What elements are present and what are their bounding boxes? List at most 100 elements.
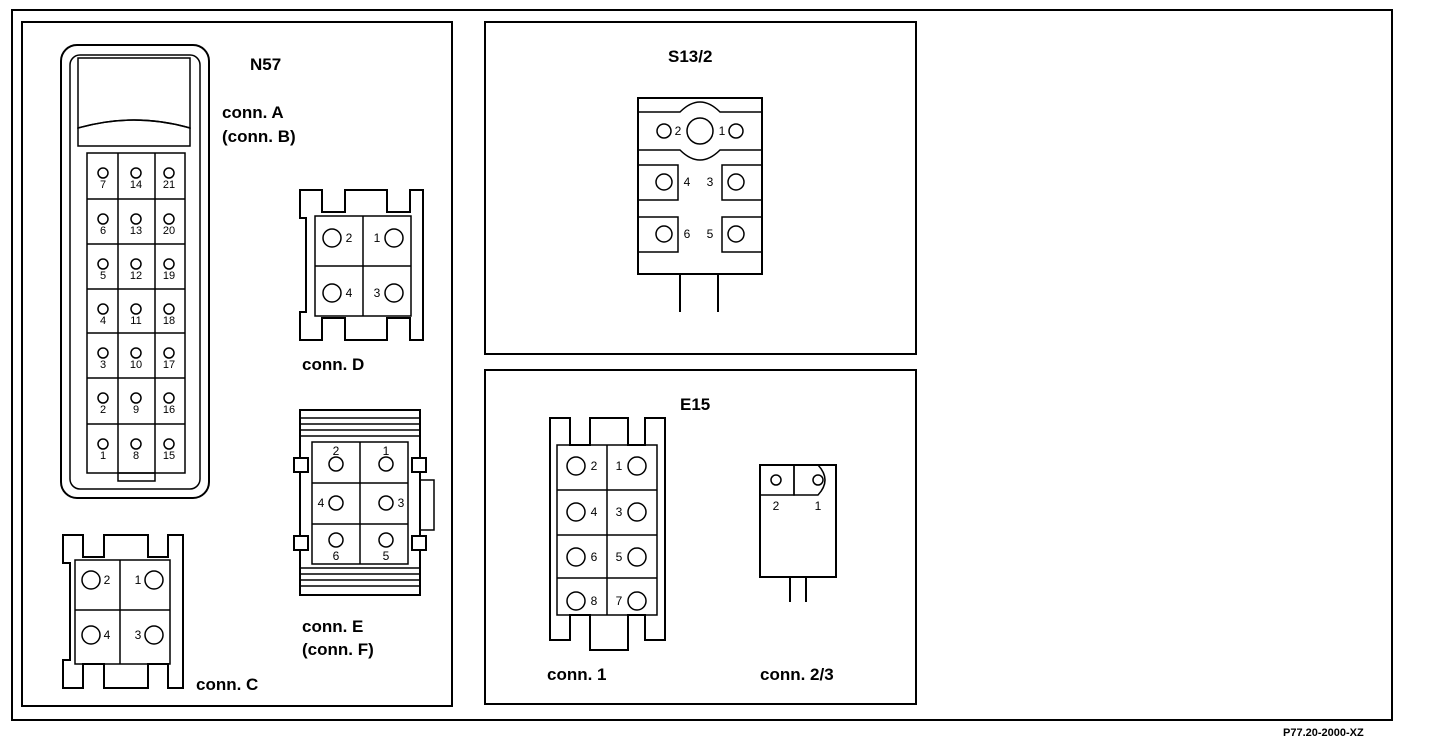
panel-e15-border	[484, 369, 917, 705]
diagram-code: P77.20-2000-XZ	[1283, 727, 1364, 739]
pin-hole	[97, 438, 109, 450]
pin-number: 4	[104, 628, 111, 642]
pin-number: 17	[163, 359, 175, 371]
pin-number: 3	[374, 286, 381, 300]
pin-number: 14	[130, 179, 142, 191]
pin-number: 1	[135, 573, 142, 587]
outer-frame	[11, 9, 1393, 721]
pin-hole	[130, 167, 142, 179]
pin-hole	[130, 258, 142, 270]
s13-2-title: S13/2	[668, 47, 712, 66]
pin-number: 6	[333, 549, 340, 563]
pin-number: 1	[719, 124, 726, 138]
pin-number: 11	[130, 315, 141, 327]
pin-hole	[812, 474, 824, 486]
pin-hole	[378, 495, 394, 511]
conn-b-label: (conn. B)	[222, 127, 296, 146]
e15-title: E15	[680, 395, 710, 414]
pin-number: 9	[133, 404, 139, 416]
pin-number: 6	[591, 550, 598, 564]
pin-hole	[163, 213, 175, 225]
pin-hole	[130, 303, 142, 315]
pin-number: 4	[684, 175, 691, 189]
pin-hole	[384, 228, 404, 248]
pin-hole	[130, 347, 142, 359]
pin-number: 10	[130, 359, 142, 371]
pin-hole	[328, 456, 344, 472]
pin-number: 13	[130, 225, 142, 237]
pin-number: 15	[163, 450, 175, 462]
pin-number: 4	[591, 505, 598, 519]
conn-d-label: conn. D	[302, 355, 364, 374]
pin-hole	[163, 392, 175, 404]
pin-hole	[627, 591, 647, 611]
pin-number: 7	[100, 179, 106, 191]
pin-hole	[655, 225, 673, 243]
pin-number: 6	[100, 225, 106, 237]
pin-hole	[728, 123, 744, 139]
pin-hole	[378, 532, 394, 548]
pin-number: 2	[100, 404, 106, 416]
pin-number: 1	[616, 459, 623, 473]
pin-hole	[97, 347, 109, 359]
pin-number: 4	[346, 286, 353, 300]
pin-number: 5	[100, 270, 106, 282]
panel-n57-border	[21, 21, 453, 707]
pin-number: 2	[346, 231, 353, 245]
pin-number: 12	[130, 270, 142, 282]
pin-number: 7	[616, 594, 623, 608]
e15-conn-23-label: conn. 2/3	[760, 665, 834, 684]
pin-number: 3	[398, 496, 405, 510]
pin-hole	[566, 456, 586, 476]
pin-number: 18	[163, 315, 175, 327]
pin-number: 1	[100, 450, 106, 462]
pin-hole	[566, 502, 586, 522]
pin-number: 3	[707, 175, 714, 189]
panel-n57: N57 conn. A (conn. B) 765432114131211109…	[21, 21, 453, 707]
pin-hole	[322, 228, 342, 248]
n57-title: N57	[250, 55, 281, 74]
pin-number: 3	[135, 628, 142, 642]
pin-number: 2	[591, 459, 598, 473]
pin-hole	[163, 167, 175, 179]
pin-hole	[130, 438, 142, 450]
conn-c-connector: 2 1 4 3	[62, 534, 184, 689]
pin-hole	[144, 625, 164, 645]
pin-hole	[328, 495, 344, 511]
panel-s13-2-border	[484, 21, 917, 355]
pin-number: 8	[133, 450, 139, 462]
pin-number: 5	[707, 227, 714, 241]
pin-number: 5	[383, 549, 390, 563]
pin-hole	[378, 456, 394, 472]
pin-number: 6	[684, 227, 691, 241]
pin-number: 16	[163, 404, 175, 416]
pin-hole	[163, 438, 175, 450]
pin-hole	[144, 570, 164, 590]
pin-hole	[163, 303, 175, 315]
pin-hole	[656, 123, 672, 139]
pin-hole	[163, 258, 175, 270]
conn-d-connector: 2 1 4 3	[299, 189, 424, 341]
conn-f-label: (conn. F)	[302, 640, 374, 659]
pin-hole	[97, 213, 109, 225]
pin-hole	[97, 258, 109, 270]
pin-hole	[770, 474, 782, 486]
conn-e-label: conn. E	[302, 617, 363, 636]
pin-number: 1	[374, 231, 381, 245]
pin-number: 4	[318, 496, 325, 510]
pin-number: 2	[104, 573, 111, 587]
pin-hole	[163, 347, 175, 359]
pin-hole	[97, 167, 109, 179]
pin-number: 3	[616, 505, 623, 519]
pin-hole	[328, 532, 344, 548]
pin-number: 1	[815, 499, 822, 513]
pin-number: 2	[773, 499, 780, 513]
pin-number: 3	[100, 359, 106, 371]
pin-hole	[97, 303, 109, 315]
